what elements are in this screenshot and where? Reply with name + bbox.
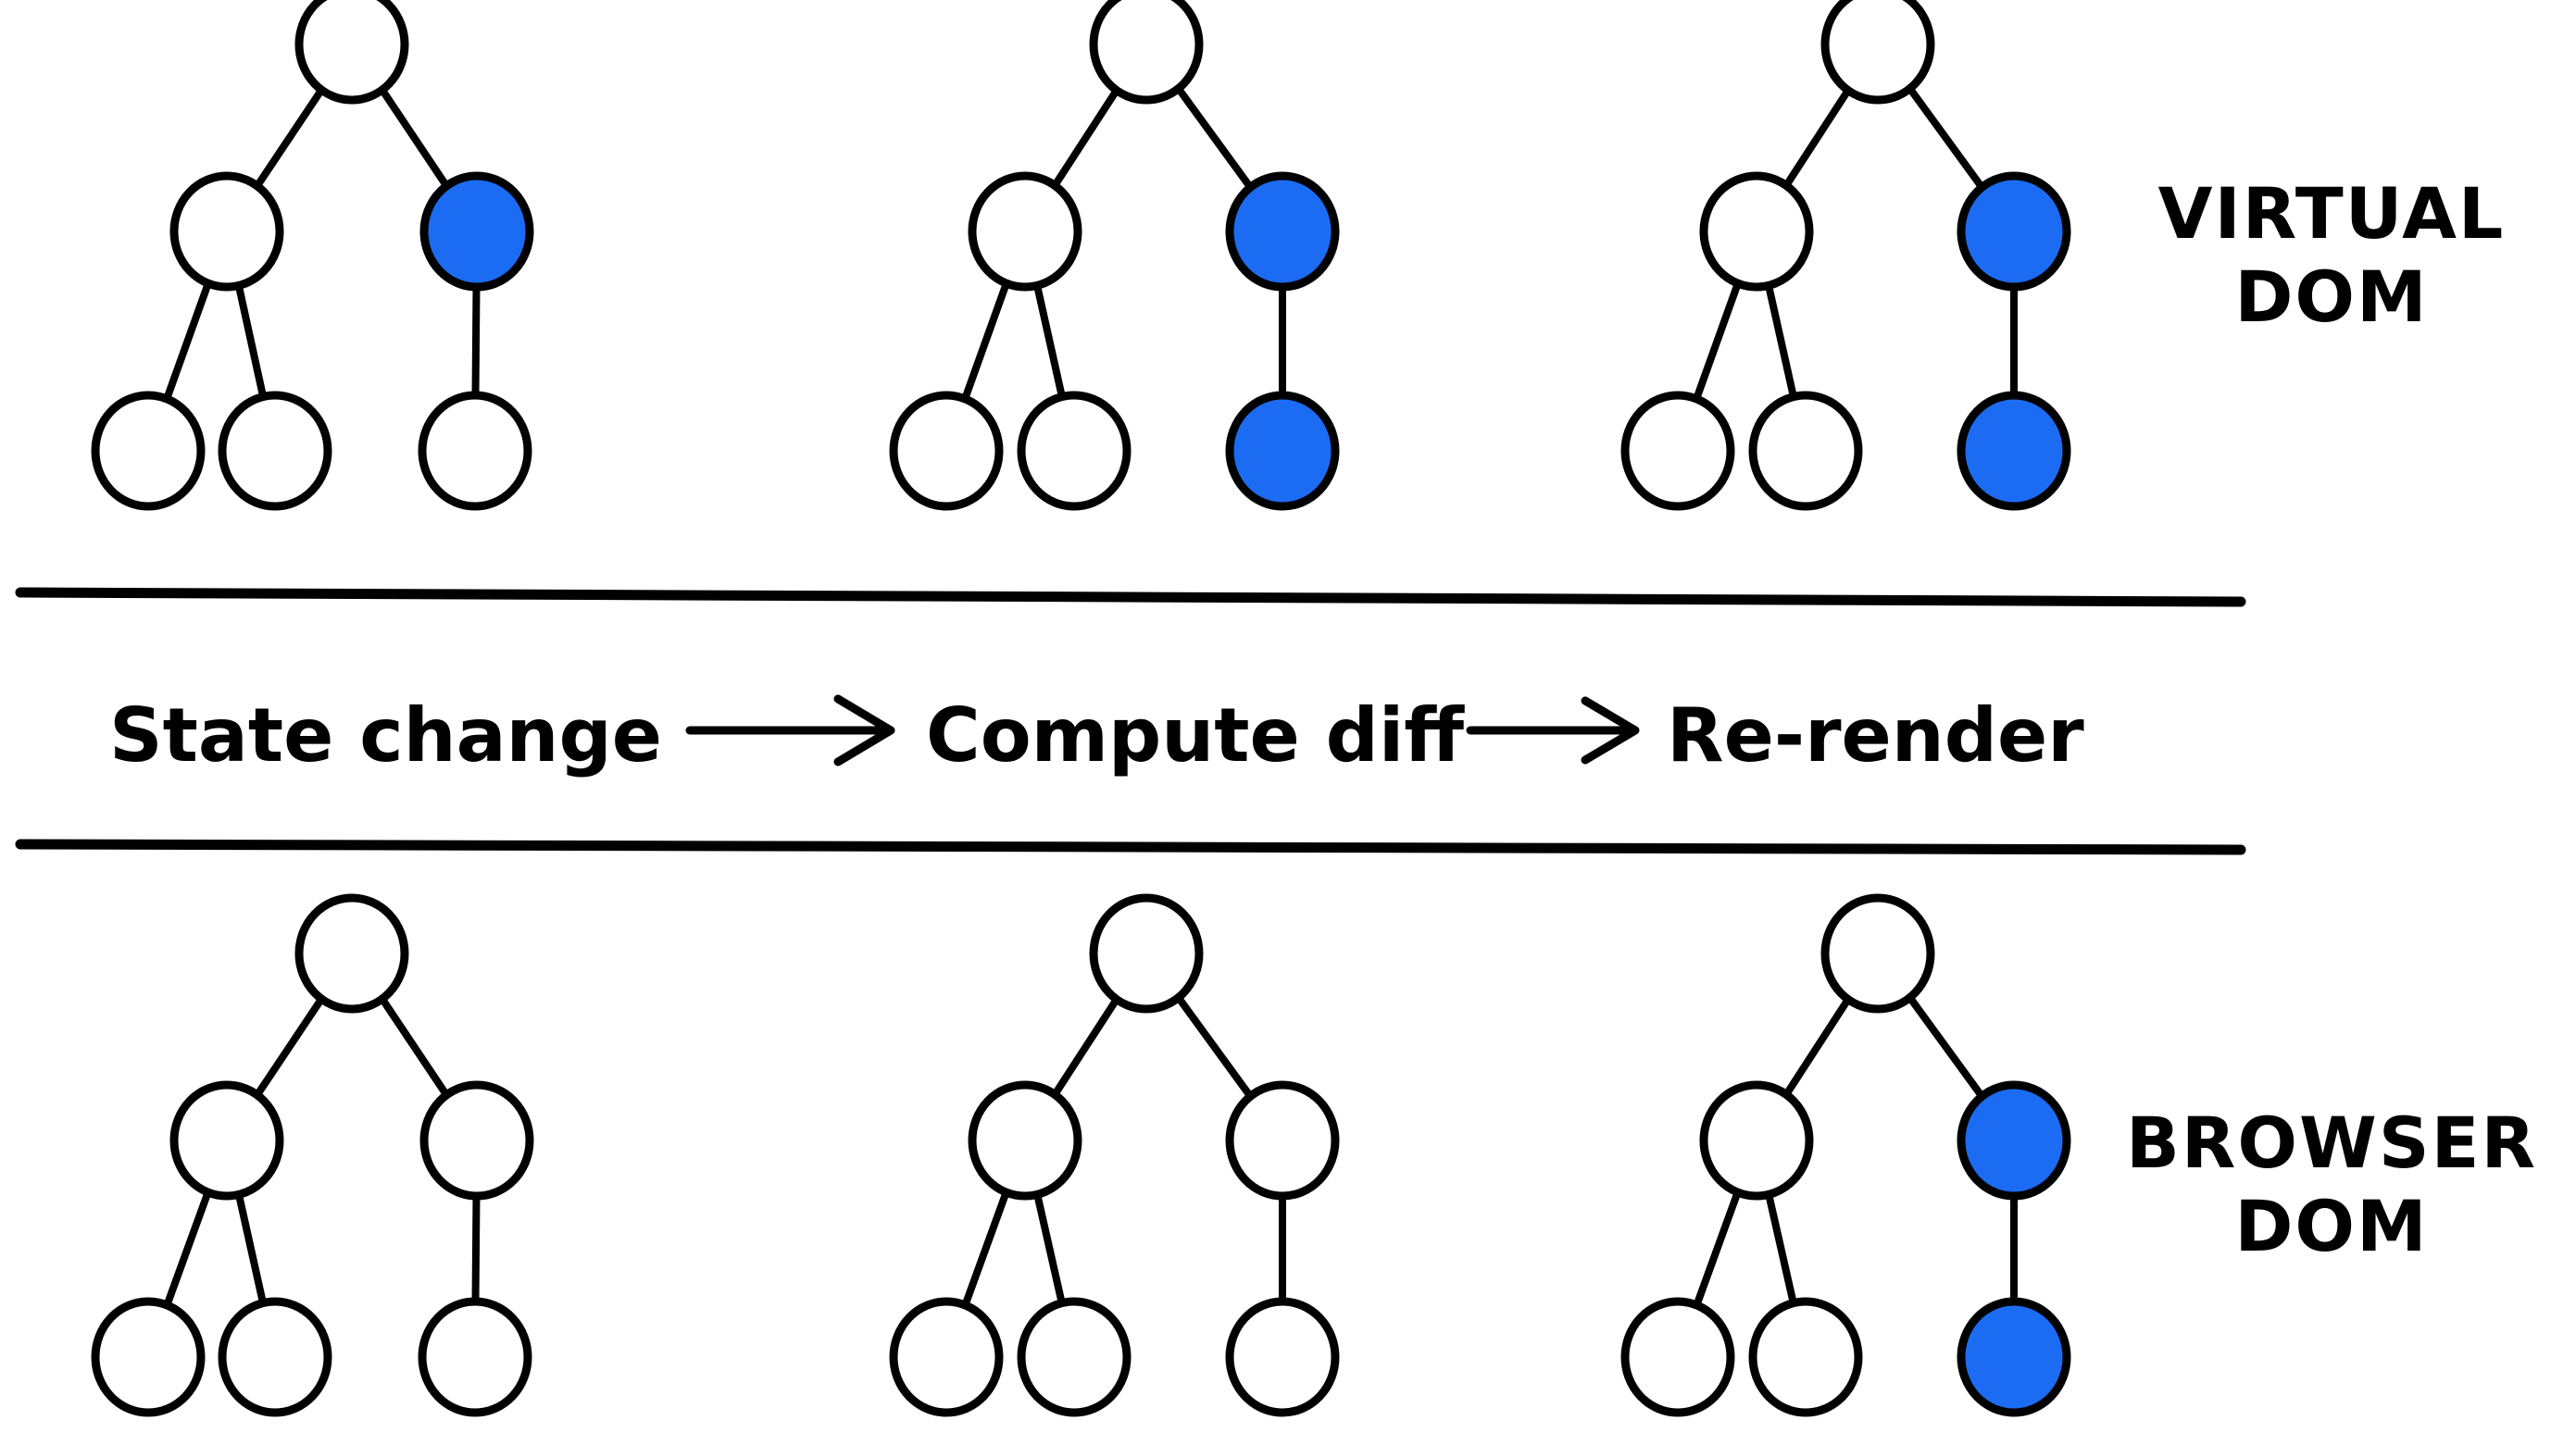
flow-step-re-render: Re-render — [1667, 692, 2084, 779]
tree-node[interactable] — [169, 1080, 284, 1201]
tree-edge-group — [161, 991, 481, 1314]
tree-edge — [1780, 83, 1855, 193]
tree-node-group — [1620, 893, 2071, 1417]
tree-edge-group — [1691, 81, 2018, 407]
tree-edge-group — [959, 81, 1286, 407]
tree-edge-group — [161, 82, 481, 407]
tree-node[interactable] — [169, 171, 284, 292]
flow-step-state-change: State change — [109, 692, 663, 779]
tree-node[interactable] — [218, 1297, 332, 1417]
tree-node[interactable] — [889, 1297, 1004, 1417]
tree-edge — [1691, 1184, 1744, 1314]
tree-node[interactable] — [1748, 391, 1863, 511]
tree-node[interactable] — [1017, 1297, 1132, 1417]
tree-edge — [1904, 81, 1988, 194]
tree-node[interactable] — [1820, 0, 1935, 105]
tree-node-group — [889, 0, 1340, 511]
tree-edge-group — [1691, 990, 2018, 1314]
arrow-compute-to-render-icon — [1466, 696, 1640, 765]
tree-node[interactable] — [1620, 391, 1735, 511]
tree-edges — [161, 81, 2018, 1314]
tree-edge — [233, 277, 269, 405]
divider-top — [15, 587, 2246, 607]
tree-edge — [233, 1186, 269, 1312]
tree-edge — [376, 82, 453, 193]
tree-edge — [1032, 1186, 1067, 1312]
tree-node[interactable] — [1089, 893, 1204, 1014]
tree-node[interactable] — [418, 391, 532, 511]
tree-edge — [959, 1184, 1012, 1314]
tree-node[interactable] — [889, 391, 1004, 511]
tree-node-highlighted[interactable] — [1957, 1080, 2071, 1201]
tree-edge — [161, 1184, 214, 1314]
tree-node[interactable] — [294, 0, 409, 105]
tree-edge-group — [959, 990, 1286, 1314]
tree-node[interactable] — [1748, 1297, 1863, 1417]
tree-node[interactable] — [1699, 171, 1814, 292]
tree-edge — [1048, 83, 1123, 193]
tree-node[interactable] — [1089, 0, 1204, 105]
tree-node-highlighted[interactable] — [1957, 1297, 2071, 1417]
divider-bottom — [15, 839, 2246, 855]
tree-edge — [1172, 81, 1257, 194]
tree-nodes — [91, 0, 2071, 1417]
tree-node-group — [91, 893, 534, 1417]
tree-node[interactable] — [294, 893, 409, 1014]
tree-edge — [1172, 990, 1257, 1103]
tree-node[interactable] — [1699, 1080, 1814, 1201]
tree-node[interactable] — [419, 1080, 534, 1201]
tree-edge — [251, 82, 328, 193]
tree-node[interactable] — [968, 171, 1082, 292]
tree-edge — [1764, 1186, 1798, 1312]
tree-node-highlighted[interactable] — [419, 171, 534, 292]
tree-node[interactable] — [1620, 1297, 1735, 1417]
tree-node[interactable] — [1017, 391, 1132, 511]
tree-node-highlighted[interactable] — [1957, 171, 2071, 292]
tree-node[interactable] — [91, 391, 206, 511]
tree-edge — [471, 1187, 481, 1311]
tree-node[interactable] — [418, 1297, 532, 1417]
tree-edge — [251, 991, 328, 1102]
tree-edge — [161, 275, 214, 407]
tree-edge — [1691, 275, 1744, 407]
tree-edge — [1780, 992, 1855, 1102]
tree-node[interactable] — [91, 1297, 206, 1417]
tree-node[interactable] — [1225, 1297, 1340, 1417]
divider-group — [15, 587, 2246, 855]
tree-node[interactable] — [218, 391, 332, 511]
virtual-dom-label: VIRTUAL DOM — [2157, 172, 2506, 338]
flow-arrow-group — [685, 694, 1640, 766]
tree-edge — [1032, 277, 1067, 405]
tree-edge — [959, 275, 1012, 407]
tree-node[interactable] — [968, 1080, 1082, 1201]
tree-edge — [1904, 990, 1988, 1103]
tree-node[interactable] — [1820, 893, 1935, 1014]
tree-edge — [1048, 992, 1123, 1102]
tree-node-highlighted[interactable] — [1957, 391, 2071, 511]
tree-node-group — [91, 0, 534, 511]
tree-node-highlighted[interactable] — [1225, 391, 1340, 511]
tree-node-group — [889, 893, 1340, 1417]
arrow-state-to-compute-icon — [685, 694, 895, 766]
tree-node[interactable] — [1225, 1080, 1340, 1201]
tree-edge — [1764, 277, 1798, 405]
tree-node-highlighted[interactable] — [1225, 171, 1340, 292]
tree-edge — [471, 278, 481, 405]
flow-step-compute-diff: Compute diff — [926, 692, 1465, 779]
tree-edge — [376, 991, 453, 1102]
tree-node-group — [1620, 0, 2071, 511]
browser-dom-label: BROWSER DOM — [2125, 1102, 2538, 1267]
